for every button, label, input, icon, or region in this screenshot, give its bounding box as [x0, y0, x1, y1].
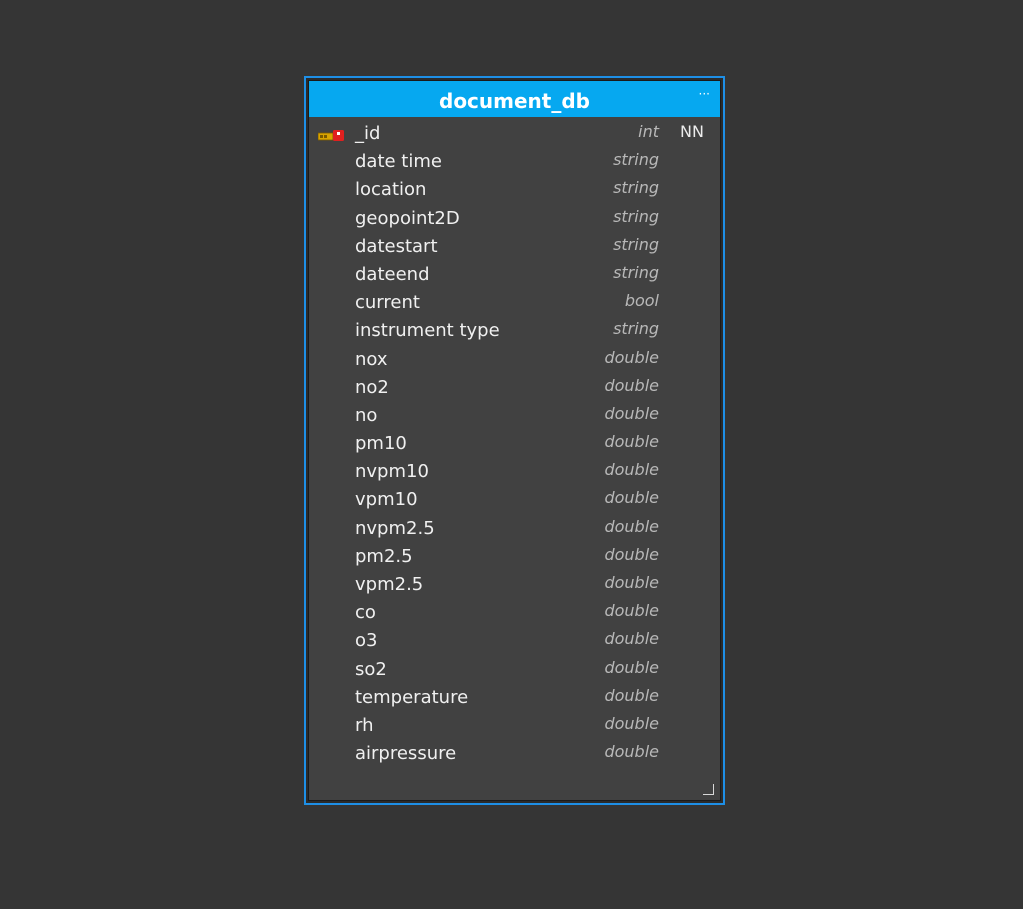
column-type: double: [604, 516, 659, 536]
column-row[interactable]: o3 double: [309, 628, 720, 656]
column-name: no: [355, 404, 378, 426]
column-name: nvpm2.5: [355, 517, 435, 539]
column-name: date time: [355, 151, 442, 173]
column-name: o3: [355, 630, 378, 652]
column-type: double: [604, 488, 659, 508]
column-name: vpm10: [355, 489, 418, 511]
column-row[interactable]: geopoint2D string: [309, 206, 720, 234]
column-type: string: [613, 206, 659, 226]
column-type: double: [604, 403, 659, 423]
column-row[interactable]: pm2.5 double: [309, 544, 720, 572]
column-row[interactable]: _id int NN: [309, 121, 720, 149]
column-row[interactable]: airpressure double: [309, 741, 720, 769]
column-name: nox: [355, 348, 388, 370]
column-type: double: [604, 375, 659, 395]
column-type: string: [613, 178, 659, 198]
column-type: string: [613, 234, 659, 254]
column-row[interactable]: no double: [309, 403, 720, 431]
column-name: airpressure: [355, 743, 457, 765]
column-name: pm10: [355, 433, 407, 455]
column-name: location: [355, 179, 427, 201]
column-name: current: [355, 292, 420, 314]
column-row[interactable]: date time string: [309, 149, 720, 177]
column-name: rh: [355, 714, 374, 736]
column-type: double: [604, 742, 659, 762]
column-name: temperature: [355, 686, 469, 708]
column-row[interactable]: datestart string: [309, 234, 720, 262]
column-row[interactable]: vpm10 double: [309, 487, 720, 515]
table-title: document_db: [439, 89, 590, 113]
column-type: double: [604, 657, 659, 677]
column-type: string: [613, 150, 659, 170]
column-name: vpm2.5: [355, 574, 424, 595]
column-name: pm2.5: [355, 545, 413, 567]
column-name: dateend: [355, 263, 430, 285]
column-type: double: [604, 347, 659, 367]
column-name: _id: [355, 123, 381, 144]
column-type: int: [638, 122, 659, 141]
primary-key-icon: [317, 129, 344, 141]
column-type: bool: [624, 291, 659, 311]
table-header[interactable]: document_db ···: [309, 81, 720, 117]
column-row[interactable]: nvpm2.5 double: [309, 516, 720, 544]
column-row[interactable]: co double: [309, 600, 720, 628]
column-name: co: [355, 602, 376, 624]
column-name: datestart: [355, 235, 438, 257]
column-type: double: [604, 432, 659, 452]
column-row[interactable]: location string: [309, 177, 720, 205]
column-name: nvpm10: [355, 461, 429, 483]
column-name: no2: [355, 376, 389, 398]
more-options-icon[interactable]: ···: [698, 87, 710, 101]
column-row[interactable]: no2 double: [309, 375, 720, 403]
column-type: string: [613, 319, 659, 339]
column-type: double: [604, 629, 659, 649]
column-row[interactable]: temperature double: [309, 685, 720, 713]
not-null-flag: NN: [680, 122, 704, 141]
column-row[interactable]: vpm2.5 double: [309, 572, 720, 600]
column-type: double: [604, 573, 659, 592]
column-row[interactable]: nox double: [309, 347, 720, 375]
column-row[interactable]: pm10 double: [309, 431, 720, 459]
column-type: double: [604, 544, 659, 564]
column-name: instrument type: [355, 320, 500, 342]
column-row[interactable]: so2 double: [309, 657, 720, 685]
column-row[interactable]: nvpm10 double: [309, 459, 720, 487]
column-type: double: [604, 685, 659, 705]
column-row[interactable]: current bool: [309, 290, 720, 318]
column-type: double: [604, 460, 659, 480]
column-type: string: [613, 262, 659, 282]
column-row[interactable]: instrument type string: [309, 318, 720, 346]
column-type: double: [604, 713, 659, 733]
column-row[interactable]: rh double: [309, 713, 720, 741]
column-type: double: [604, 601, 659, 621]
column-name: geopoint2D: [355, 207, 460, 229]
column-name: so2: [355, 658, 387, 680]
resize-handle-icon[interactable]: [703, 784, 714, 795]
column-row[interactable]: dateend string: [309, 262, 720, 290]
